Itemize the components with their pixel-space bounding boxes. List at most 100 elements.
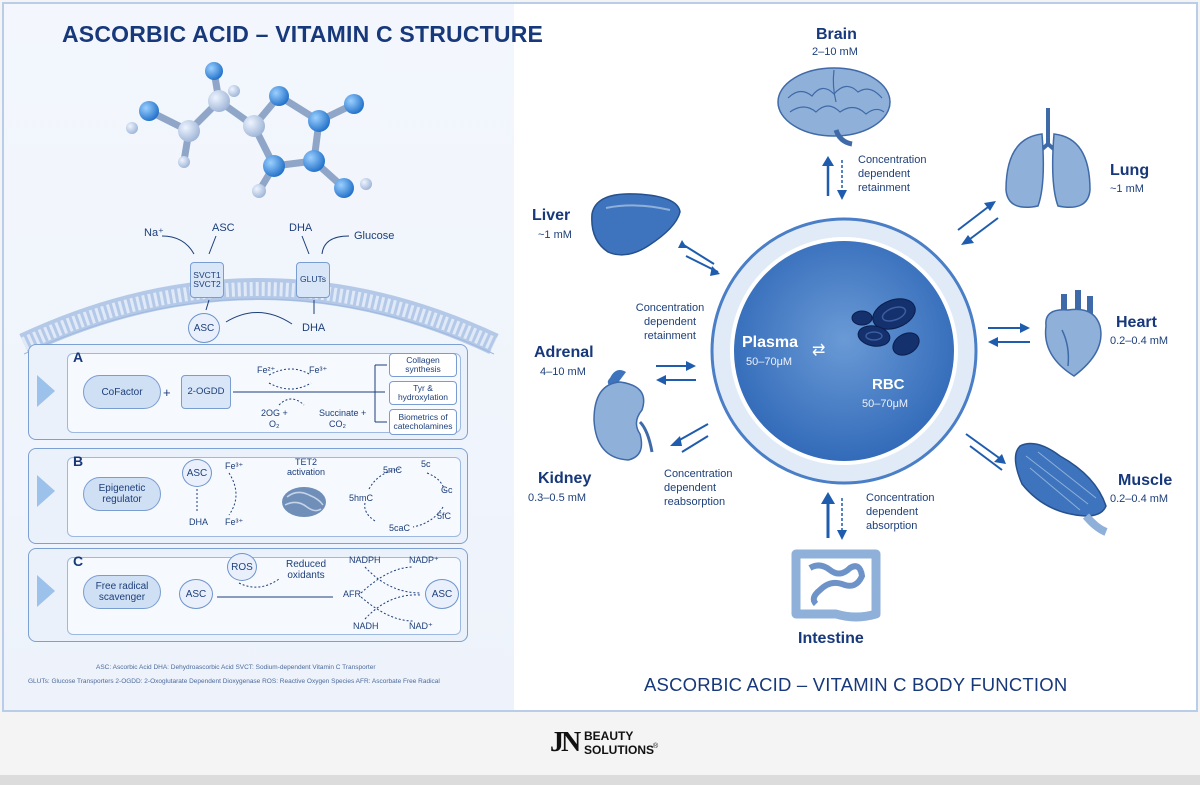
muscle-name: Muscle: [1118, 472, 1173, 489]
infographic-frame: ASCORBIC ACID – VITAMIN C STRUCTURE: [2, 2, 1198, 712]
heart-icon: [1044, 290, 1102, 377]
ascorbic-acid-molecule-icon: [126, 62, 372, 198]
ogdd-box: 2-OGDD: [181, 375, 231, 409]
adrenal-name: Adrenal: [534, 344, 594, 361]
logo-registered: ®: [653, 743, 659, 750]
nad-label: NAD⁺: [409, 621, 433, 631]
transport-arrows: [161, 235, 350, 325]
lung-icon: [1005, 108, 1091, 208]
catecholamines-label: Biometrics of catecholamines: [393, 411, 453, 431]
muscle-value: 0.2–0.4 mM: [1110, 493, 1169, 505]
liver-value: ~1 mM: [538, 229, 572, 241]
intestine-icon: [791, 549, 881, 622]
tyr-label: Tyr & hydroxylation: [397, 382, 449, 402]
nadh-label: NADH: [353, 621, 379, 631]
dha-b-label: DHA: [189, 517, 209, 527]
liver-name: Liver: [532, 207, 571, 224]
tet2-protein-icon: [282, 487, 326, 517]
panel-c-arrow-icon: [37, 575, 55, 607]
cofactor-label: CoFactor: [101, 386, 143, 398]
heart-arrows: [988, 323, 1030, 347]
kidney-name: Kidney: [538, 470, 592, 487]
rbc-value: 50–70μM: [862, 398, 909, 410]
structure-title: ASCORBIC ACID – VITAMIN C STRUCTURE: [62, 21, 544, 47]
liver-icon: [591, 193, 681, 256]
epigenetic-pill: Epigenetic regulator: [83, 477, 161, 511]
dha-top-label: DHA: [289, 222, 313, 234]
asc-b-node: ASC: [182, 459, 212, 487]
ogdd-label: 2-OGDD: [187, 385, 225, 397]
lung-arrows: [957, 201, 999, 245]
asc-inside-label: ASC: [193, 322, 215, 334]
asc-c-node: ASC: [179, 579, 213, 609]
plasma-circle-icon: [710, 217, 978, 485]
panel-b-arrow-icon: [37, 475, 55, 507]
collagen-label: Collagen synthesis: [405, 354, 441, 374]
heart-name: Heart: [1116, 314, 1157, 331]
panel-a: A CoFactor + 2-OGDD Fe²⁺ Fe³⁺ 2OG + O₂ S…: [28, 344, 468, 440]
nadph-label: NADPH: [349, 555, 381, 565]
fe3-b-bottom-label: Fe³⁺: [225, 517, 244, 527]
glucose-label: Glucose: [354, 230, 395, 242]
logo-solutions: SOLUTIONS: [584, 743, 655, 757]
plus-sign: +: [163, 385, 171, 400]
adrenal-value: 4–10 mM: [540, 366, 586, 378]
svct-transporter: SVCT1 SVCT2: [190, 262, 224, 298]
exchange-arrow-icon: ⇄: [812, 342, 826, 359]
intestine-note: Concentration dependent absorption: [866, 492, 935, 532]
kidney-icon: [593, 370, 654, 461]
heart-value: 0.2–0.4 mM: [1110, 335, 1169, 347]
tet2-label: TET2 activation: [286, 457, 326, 477]
svct1-label: SVCT1: [193, 269, 221, 280]
asc-top-label: ASC: [212, 222, 235, 234]
fe2-label: Fe²⁺: [257, 365, 276, 375]
og-label: 2OG +: [261, 408, 288, 418]
c5cac-label: 5caC: [389, 523, 411, 533]
kidney-value: 0.3–0.5 mM: [528, 492, 587, 504]
legend-line-1: ASC: Ascorbic Acid DHA: Dehydroascorbic …: [96, 664, 376, 671]
succinate-label: Succinate +: [319, 408, 367, 418]
c5mc-label: 5mC: [383, 465, 403, 475]
brain-note: Concentration dependent retainment: [858, 154, 927, 194]
liver-arrows: [678, 240, 720, 276]
rbc-label: RBC: [872, 376, 905, 393]
body-function-panel: Plasma 50–70μM ⇄ RBC 50–70μM Brain 2–10 …: [514, 4, 1196, 710]
reduced-oxidants-label: Reduced oxidants: [285, 559, 327, 581]
glut-transporter: GLUTs: [296, 262, 330, 298]
c5hmc-label: 5hmC: [349, 493, 374, 503]
kidney-arrows: [670, 423, 709, 453]
legend-line-2: GLUTs: Glucose Transporters 2-OGDD: 2-Ox…: [28, 678, 440, 685]
fe3-label: Fe³⁺: [309, 365, 328, 375]
brain-icon: [777, 67, 891, 147]
adrenal-arrows: [656, 361, 696, 385]
co2-label: CO₂: [329, 419, 346, 429]
asc-c2-node: ASC: [425, 579, 459, 609]
epigenetic-label: Epigenetic regulator: [98, 483, 146, 505]
muscle-icon: [1014, 442, 1108, 536]
panel-b-arrows: [196, 468, 446, 528]
muscle-arrows: [965, 433, 1006, 471]
cgc-label: Gc: [441, 485, 453, 495]
scavenger-label: Free radical scavenger: [95, 581, 149, 603]
asc-inside-node: ASC: [188, 313, 220, 343]
panel-a-arrow-icon: [37, 375, 55, 407]
gluts-label: GLUTs: [300, 274, 326, 285]
collagen-box: Collagen synthesis: [389, 353, 457, 377]
brain-value: 2–10 mM: [812, 46, 858, 58]
asc-c-label: ASC: [185, 588, 207, 600]
cell-membrane-icon: [19, 278, 499, 355]
c5c-label: 5c: [421, 459, 431, 469]
catecholamines-box: Biometrics of catecholamines: [389, 409, 457, 435]
plasma-value: 50–70μM: [746, 356, 793, 368]
fe3-b-top-label: Fe³⁺: [225, 461, 244, 471]
dha-inside-label: DHA: [302, 322, 326, 334]
panel-a-arrows: [233, 364, 387, 423]
asc-b-label: ASC: [186, 467, 208, 479]
scavenger-pill: Free radical scavenger: [83, 575, 161, 609]
intestine-arrows: [821, 492, 847, 540]
adrenal-note: Concentration dependent retainment: [635, 302, 705, 342]
panel-c-arrows: [217, 566, 422, 622]
c5fc-label: 5fC: [437, 511, 452, 521]
svct2-label: SVCT2: [193, 279, 221, 289]
cofactor-pill: CoFactor: [83, 375, 161, 409]
